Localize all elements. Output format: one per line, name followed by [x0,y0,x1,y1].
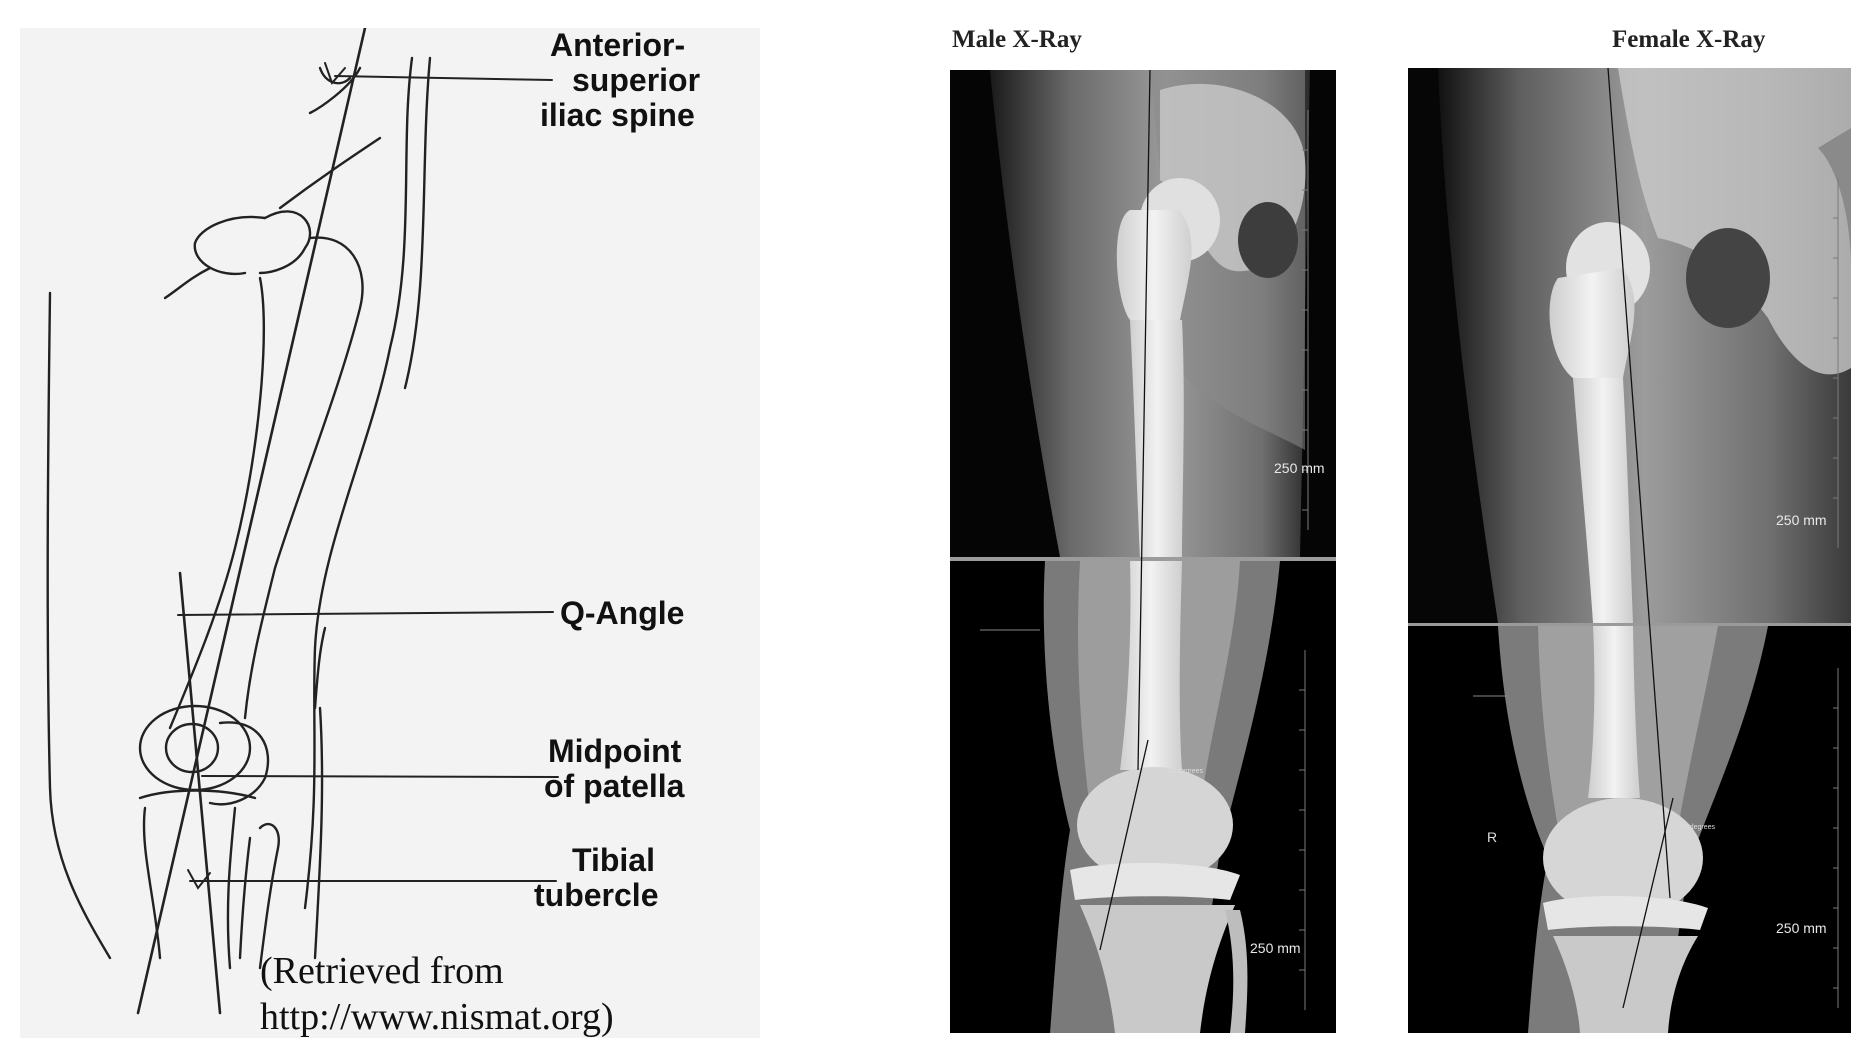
female-upper-scale: 250 mm [1776,512,1827,528]
credit-line2: http://www.nismat.org) [260,994,614,1040]
male-xray-title: Male X-Ray [952,26,1082,54]
female-angle-note: 20 degrees [1680,824,1715,831]
tibial-label-line2: tubercle [534,878,658,913]
male-xray-image: 250 mm 250 mm 15 degrees [950,70,1336,1033]
female-xray-drawing [1408,68,1851,1033]
q-angle-label: Q-Angle [560,596,684,631]
tibial-label-line1: Tibial [572,843,655,878]
credit-line1: (Retrieved from [260,948,504,994]
asis-label-line2: superior [572,63,700,98]
asis-label-line3: iliac spine [540,98,695,133]
male-lower-scale: 250 mm [1250,940,1301,956]
patella-label-line1: Midpoint [548,734,681,769]
female-side-marker: R [1487,829,1497,845]
female-xray-title: Female X-Ray [1612,26,1765,54]
female-xray-image: 250 mm 250 mm 20 degrees R [1408,68,1851,1033]
male-xray-drawing [950,70,1336,1033]
patella-label-line2: of patella [544,769,684,804]
q-angle-diagram: Anterior- superior iliac spine Q-Angle M… [20,28,760,1038]
male-upper-scale: 250 mm [1274,460,1325,476]
male-angle-note: 15 degrees [1168,768,1203,775]
asis-label-line1: Anterior- [550,28,685,63]
female-lower-scale: 250 mm [1776,920,1827,936]
